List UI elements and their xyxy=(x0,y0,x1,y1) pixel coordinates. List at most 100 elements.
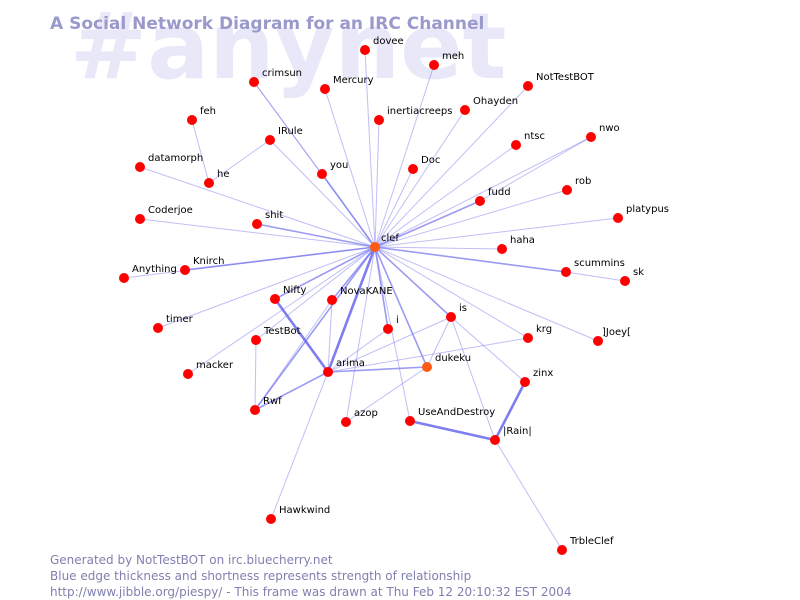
edge-clef-Nifty xyxy=(274,246,376,300)
channel-watermark: #anynet xyxy=(70,0,507,100)
node-krg: krg xyxy=(523,324,552,343)
node-label-TestBot: TestBot xyxy=(263,326,301,337)
node-label-Doc: Doc xyxy=(421,155,440,166)
edge-is-dukeku xyxy=(426,316,452,368)
edge-clef-datamorph xyxy=(139,166,376,248)
node-label-fudd: fudd xyxy=(488,187,511,198)
node-label-zinx: zinx xyxy=(533,368,553,379)
node-dot-nwo xyxy=(586,132,596,142)
edge-clef-arima xyxy=(326,246,377,373)
edge-crimsun-you xyxy=(253,81,323,175)
node-zinx: zinx xyxy=(520,368,553,387)
node-dot-TrbleClef xyxy=(557,545,567,555)
node-rob: rob xyxy=(562,176,591,195)
node-dot-Doc xyxy=(408,164,418,174)
node-label-sk: sk xyxy=(633,267,644,278)
node-timer: timer xyxy=(153,314,194,333)
node-dot-NotTestBOT xyxy=(523,81,533,91)
node-dot-inertiacreeps xyxy=(374,115,384,125)
edge-clef-shit xyxy=(256,223,376,248)
diagram-title: A Social Network Diagram for an IRC Chan… xyxy=(50,14,484,34)
node-arima: arima xyxy=(323,358,365,377)
node-dot-Hawkwind xyxy=(266,514,276,524)
node-sk: sk xyxy=(620,267,644,286)
edge-clef-Joey xyxy=(374,246,599,342)
node-label-krg: krg xyxy=(536,324,552,335)
edge-is-zinx xyxy=(450,316,526,383)
node-dot-meh xyxy=(429,60,439,70)
edge-dukeku-azop xyxy=(345,366,428,423)
edge-arima-krg xyxy=(327,337,529,373)
node-label-NotTestBOT: NotTestBOT xyxy=(536,72,595,83)
node-dot-UseAndDestroy xyxy=(405,416,415,426)
footer-generated-by: Generated by NotTestBOT on irc.bluecherr… xyxy=(50,553,333,567)
node-Anything: Anything xyxy=(119,264,177,283)
node-datamorph: datamorph xyxy=(135,153,203,172)
edge-clef-Knirch xyxy=(184,246,376,271)
node-crimsun: crimsun xyxy=(249,68,302,87)
edge-UseAndDestroy-Rain xyxy=(409,419,496,442)
node-he: he xyxy=(204,169,230,188)
node-dot-timer xyxy=(153,323,163,333)
node-platypus: platypus xyxy=(613,204,669,223)
node-dot-IRule xyxy=(265,135,275,145)
edge-TestBot-Rwf xyxy=(254,339,257,411)
node-label-nwo: nwo xyxy=(599,123,620,134)
node-Nifty: Nifty xyxy=(270,285,307,304)
node-label-crimsun: crimsun xyxy=(262,68,302,79)
edge-clef-TestBot xyxy=(255,246,376,341)
node-dot-haha xyxy=(497,244,507,254)
edge-arima-i xyxy=(327,328,389,373)
node-dot-dovee xyxy=(360,45,370,55)
node-NovaKANE: NovaKANE xyxy=(327,286,393,305)
node-label-shit: shit xyxy=(265,210,283,221)
node-haha: haha xyxy=(497,235,535,254)
node-Rain: |Rain| xyxy=(490,426,532,445)
node-dot-zinx xyxy=(520,377,530,387)
node-Hawkwind: Hawkwind xyxy=(266,505,330,524)
edge-is-Rain xyxy=(450,316,496,441)
node-dot-platypus xyxy=(613,213,623,223)
node-macker: macker xyxy=(183,360,234,379)
node-nwo: nwo xyxy=(586,123,620,142)
node-label-macker: macker xyxy=(196,360,234,371)
edge-clef-Ohayden xyxy=(374,109,466,248)
node-dot-he xyxy=(204,178,214,188)
node-clef: clef xyxy=(370,233,399,252)
node-label-clef: clef xyxy=(381,233,399,244)
node-label-Anything: Anything xyxy=(132,264,177,275)
node-label-Mercury: Mercury xyxy=(333,75,374,86)
node-dot-fudd xyxy=(475,196,485,206)
edge-clef-you xyxy=(321,173,376,248)
node-i: i xyxy=(383,315,399,334)
node-dot-sk xyxy=(620,276,630,286)
edge-clef-UseAndDestroy xyxy=(374,246,411,422)
node-label-NovaKANE: NovaKANE xyxy=(340,286,393,297)
edge-Rain-TrbleClef xyxy=(494,439,563,551)
node-meh: meh xyxy=(429,51,464,70)
node-label-haha: haha xyxy=(510,235,535,246)
node-dot-crimsun xyxy=(249,77,259,87)
node-label-Knirch: Knirch xyxy=(193,256,224,267)
node-dot-krg xyxy=(523,333,533,343)
edge-clef-Rwf xyxy=(254,246,376,411)
node-dot-ntsc xyxy=(511,140,521,150)
edge-clef-is xyxy=(374,246,452,318)
footer-url-timestamp: http://www.jibble.org/piespy/ - This fra… xyxy=(50,585,572,599)
edge-NovaKANE-arima xyxy=(327,299,333,373)
edge-clef-platypus xyxy=(374,217,619,248)
node-IRule: IRule xyxy=(265,126,303,145)
edge-he-feh xyxy=(191,119,210,184)
edge-clef-timer xyxy=(157,246,376,329)
node-label-feh: feh xyxy=(200,106,216,117)
node-dot-Knirch xyxy=(180,265,190,275)
node-label-he: he xyxy=(217,169,230,180)
edge-clef-dukeku xyxy=(374,246,428,368)
node-fudd: fudd xyxy=(475,187,511,206)
node-you: you xyxy=(317,160,348,179)
node-Ohayden: Ohayden xyxy=(460,96,518,115)
node-dot-Rwf xyxy=(250,405,260,415)
node-dot-azop xyxy=(341,417,351,427)
